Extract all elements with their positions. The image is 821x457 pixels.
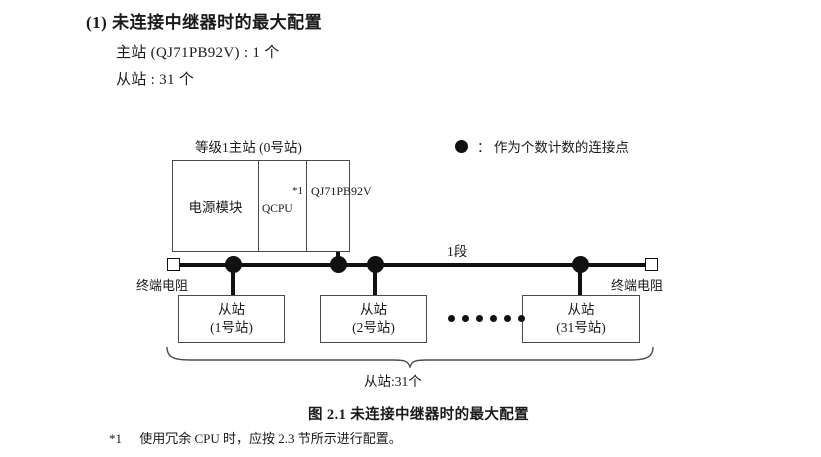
slave-31-label-line2: (31号站) [556, 320, 606, 335]
terminator-right-label: 终端电阻 [611, 278, 664, 293]
ellipsis-dot-icon [490, 315, 497, 322]
connection-node-master [330, 256, 347, 273]
slave-station-box-1: 从站 (1号站) [178, 295, 285, 343]
ellipsis-dot-icon [504, 315, 511, 322]
cpu-module: QCPU *1 [259, 161, 307, 251]
footnote-marker: *1 [109, 431, 122, 446]
slave-station-box-2: 从站 (2号站) [320, 295, 427, 343]
figure-caption: 图 2.1 未连接中继器时的最大配置 [308, 407, 530, 423]
segment-label: 1段 [447, 244, 468, 259]
slave-1-label-line2: (1号站) [210, 320, 253, 335]
cpu-label: QCPU [262, 203, 293, 215]
slave-2-label-line2: (2号站) [352, 320, 395, 335]
footnote-text: 使用冗余 CPU 时，应按 2.3 节所示进行配置。 [139, 431, 402, 446]
slave-station-box-31: 从站 (31号站) [522, 295, 640, 343]
slave-2-drop-line [373, 264, 377, 296]
page-title: (1) 未连接中继器时的最大配置 [86, 13, 323, 32]
terminator-right-icon [645, 258, 658, 271]
network-module: QJ71 PB92V [307, 161, 372, 251]
network-module-label-line2: PB92V [336, 184, 372, 198]
ellipsis-dots [448, 315, 525, 322]
legend: ： 作为个数计数的连接点 [455, 136, 629, 156]
slave-31-drop-line [578, 264, 582, 296]
ellipsis-dot-icon [476, 315, 483, 322]
power-supply-module: 电源模块 [173, 161, 259, 251]
slave-1-label-line1: 从站 [218, 301, 245, 317]
terminator-left-icon [167, 258, 180, 271]
master-station-label: 等级1主站 (0号站) [195, 140, 302, 155]
master-rack: 电源模块 QCPU *1 QJ71 PB92V [172, 160, 372, 252]
power-supply-label: 电源模块 [188, 200, 243, 215]
spec-slave-count: 从站 : 31 个 [116, 72, 195, 88]
slave-group-count-label: 从站:31个 [364, 374, 422, 389]
ellipsis-dot-icon [448, 315, 455, 322]
slave-1-drop-line [231, 264, 235, 296]
ellipsis-dot-icon [518, 315, 525, 322]
legend-label: ： 作为个数计数的连接点 [477, 140, 629, 155]
cpu-footnote-marker: *1 [292, 185, 303, 197]
filled-circle-icon [455, 139, 468, 153]
footnote: *1 使用冗余 CPU 时，应按 2.3 节所示进行配置。 [109, 428, 402, 447]
spec-master-count: 主站 (QJ71PB92V) : 1 个 [116, 45, 280, 61]
slave-31-label-line1: 从站 [567, 301, 595, 317]
slave-group-brace-icon [166, 346, 654, 368]
ellipsis-dot-icon [462, 315, 469, 322]
slave-2-label-line1: 从站 [360, 301, 387, 317]
bus-trunk-line [178, 263, 648, 267]
network-module-label-line1: QJ71 [311, 184, 337, 198]
terminator-left-label: 终端电阻 [136, 278, 189, 293]
